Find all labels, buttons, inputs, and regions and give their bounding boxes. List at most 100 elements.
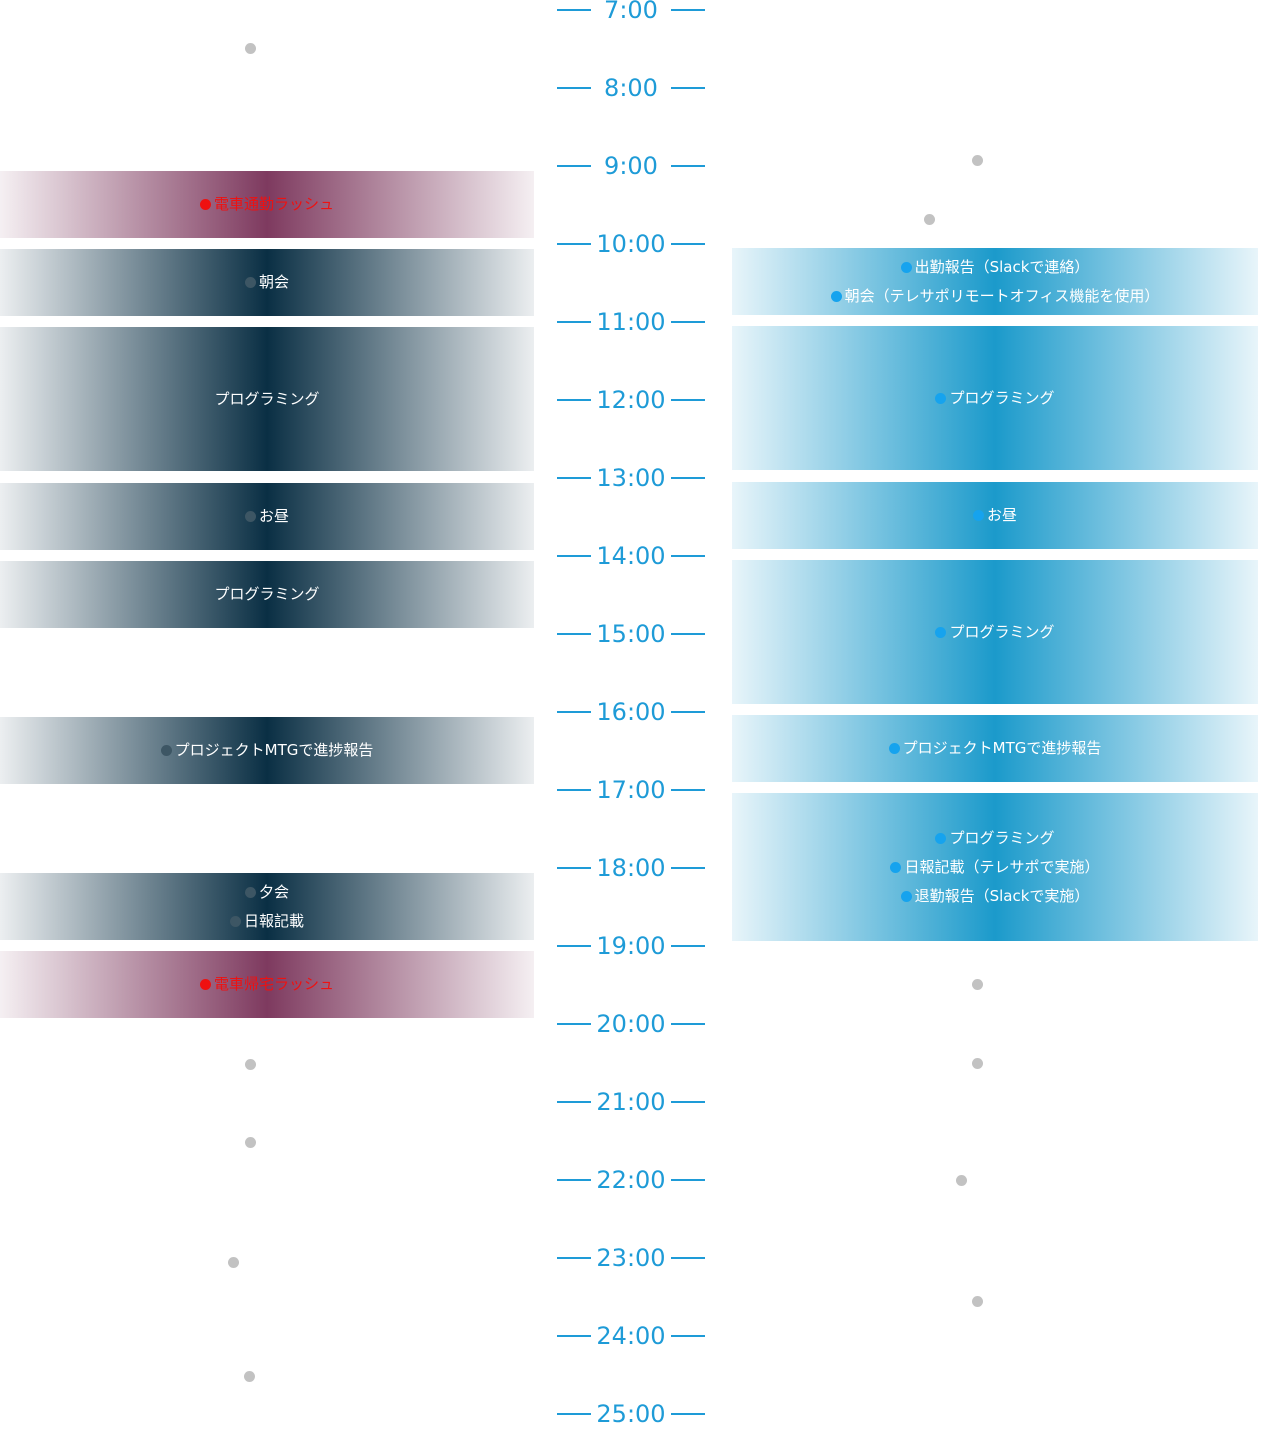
schedule-item: プログラミング (935, 384, 1055, 413)
bullet-dot-icon (900, 890, 912, 902)
bullet-dot-icon (244, 277, 256, 288)
schedule-item: プロジェクトMTGで進捗報告 (160, 736, 374, 765)
hour-tick: 23:00 (556, 1243, 706, 1273)
hour-label: 11:00 (596, 308, 666, 336)
left-block-programming-am: プログラミング (0, 327, 534, 471)
bullet-dot-icon (229, 915, 241, 927)
hour-label: 12:00 (596, 386, 666, 414)
hour-tick: 22:00 (556, 1165, 706, 1195)
schedule-item: プログラミング (935, 824, 1055, 853)
bullet-dot-icon (160, 745, 172, 756)
hour-tick: 25:00 (556, 1399, 706, 1429)
hour-label: 17:00 (596, 776, 666, 804)
hour-label: 7:00 (604, 0, 658, 24)
hour-tick: 13:00 (556, 463, 706, 493)
hour-tick: 19:00 (556, 931, 706, 961)
hour-label: 18:00 (596, 854, 666, 882)
schedule-item: プログラミング (935, 618, 1055, 647)
hour-tick: 17:00 (556, 775, 706, 805)
schedule-item-label: お昼 (258, 507, 289, 525)
bullet-dot-icon (244, 886, 256, 898)
hour-tick: 16:00 (556, 697, 706, 727)
schedule-item: 電車通勤ラッシュ (199, 190, 334, 219)
hour-tick: 24:00 (556, 1321, 706, 1351)
schedule-item-label: 退勤報告（Slackで実施） (914, 886, 1090, 905)
hour-tick: 7:00 (556, 0, 706, 25)
empty-slot-dot-icon (972, 1296, 983, 1307)
right-block-project-meeting: プロジェクトMTGで進捗報告 (732, 715, 1258, 782)
empty-slot-dot-icon (972, 155, 983, 166)
hour-label: 21:00 (596, 1088, 666, 1116)
empty-slot-dot-icon (972, 1058, 983, 1069)
hour-tick: 20:00 (556, 1009, 706, 1039)
empty-slot-dot-icon (245, 1137, 256, 1148)
hour-tick: 14:00 (556, 541, 706, 571)
schedule-item-label: 電車通勤ラッシュ (213, 195, 334, 213)
schedule-item-label: プログラミング (949, 388, 1055, 407)
schedule-item: お昼 (244, 502, 289, 531)
bullet-dot-icon (935, 832, 947, 844)
schedule-item-label: お昼 (986, 506, 1017, 524)
empty-slot-dot-icon (245, 43, 256, 54)
right-block-check-in: 出勤報告（Slackで連絡） 朝会（テレサポリモートオフィス機能を使用） (732, 248, 1258, 315)
hour-tick: 9:00 (556, 151, 706, 181)
empty-slot-dot-icon (972, 979, 983, 990)
left-block-programming-pm: プログラミング (0, 561, 534, 628)
schedule-item-label: プログラミング (949, 828, 1055, 847)
hour-label: 16:00 (596, 698, 666, 726)
bullet-dot-icon (244, 511, 256, 522)
left-block-project-meeting: プロジェクトMTGで進捗報告 (0, 717, 534, 784)
hour-label: 13:00 (596, 464, 666, 492)
bullet-dot-icon (900, 261, 912, 273)
bullet-dot-icon (935, 626, 947, 638)
bullet-dot-icon (830, 290, 842, 302)
right-block-wrap-up: プログラミング 日報記載（テレサポで実施） 退勤報告（Slackで実施） (732, 793, 1258, 941)
schedule-item-label: 朝会（テレサポリモートオフィス機能を使用） (844, 286, 1160, 305)
empty-slot-dot-icon (924, 214, 935, 225)
timeline-axis: 7:00 8:00 9:00 10:00 11:00 12:00 13:00 1… (556, 0, 706, 1428)
schedule-item-label: プログラミング (949, 622, 1055, 641)
hour-label: 14:00 (596, 542, 666, 570)
right-block-programming-am: プログラミング (732, 326, 1258, 470)
left-block-return-rush: 電車帰宅ラッシュ (0, 951, 534, 1018)
empty-slot-dot-icon (244, 1371, 255, 1382)
schedule-item: 朝会（テレサポリモートオフィス機能を使用） (830, 282, 1160, 311)
hour-label: 9:00 (604, 152, 658, 180)
hour-label: 15:00 (596, 620, 666, 648)
schedule-item: 電車帰宅ラッシュ (199, 970, 334, 999)
empty-slot-dot-icon (245, 1059, 256, 1070)
schedule-item: お昼 (972, 501, 1017, 530)
schedule-item-label: プロジェクトMTGで進捗報告 (174, 741, 374, 759)
bullet-dot-icon (890, 861, 902, 873)
schedule-item: 日報記載 (229, 907, 304, 936)
schedule-item-label: プロジェクトMTGで進捗報告 (902, 739, 1102, 757)
hour-tick: 21:00 (556, 1087, 706, 1117)
schedule-item: 出勤報告（Slackで連絡） (900, 253, 1089, 282)
schedule-item: 朝会 (244, 268, 289, 297)
red-dot-icon (199, 199, 211, 210)
bullet-dot-icon (972, 510, 984, 521)
schedule-item: 退勤報告（Slackで実施） (900, 882, 1090, 911)
schedule-item-label: 朝会 (258, 273, 289, 291)
bullet-dot-icon (935, 392, 947, 404)
schedule-item: プログラミング (214, 385, 319, 414)
schedule-item-label: 日報記載 (243, 911, 304, 930)
hour-tick: 12:00 (556, 385, 706, 415)
left-block-commute-rush: 電車通勤ラッシュ (0, 171, 534, 238)
hour-label: 25:00 (596, 1400, 666, 1428)
bullet-dot-icon (888, 743, 900, 754)
schedule-item-label: 日報記載（テレサポで実施） (904, 857, 1100, 876)
hour-label: 8:00 (604, 74, 658, 102)
hour-label: 23:00 (596, 1244, 666, 1272)
red-dot-icon (199, 979, 211, 990)
schedule-item: 夕会 (244, 878, 289, 907)
schedule-item: プログラミング (214, 580, 319, 609)
schedule-item-label: 電車帰宅ラッシュ (213, 975, 334, 993)
hour-tick: 10:00 (556, 229, 706, 259)
hour-tick: 8:00 (556, 73, 706, 103)
hour-tick: 18:00 (556, 853, 706, 883)
left-block-morning-meeting: 朝会 (0, 249, 534, 316)
hour-tick: 15:00 (556, 619, 706, 649)
hour-label: 10:00 (596, 230, 666, 258)
schedule-item-label: プログラミング (214, 389, 320, 408)
